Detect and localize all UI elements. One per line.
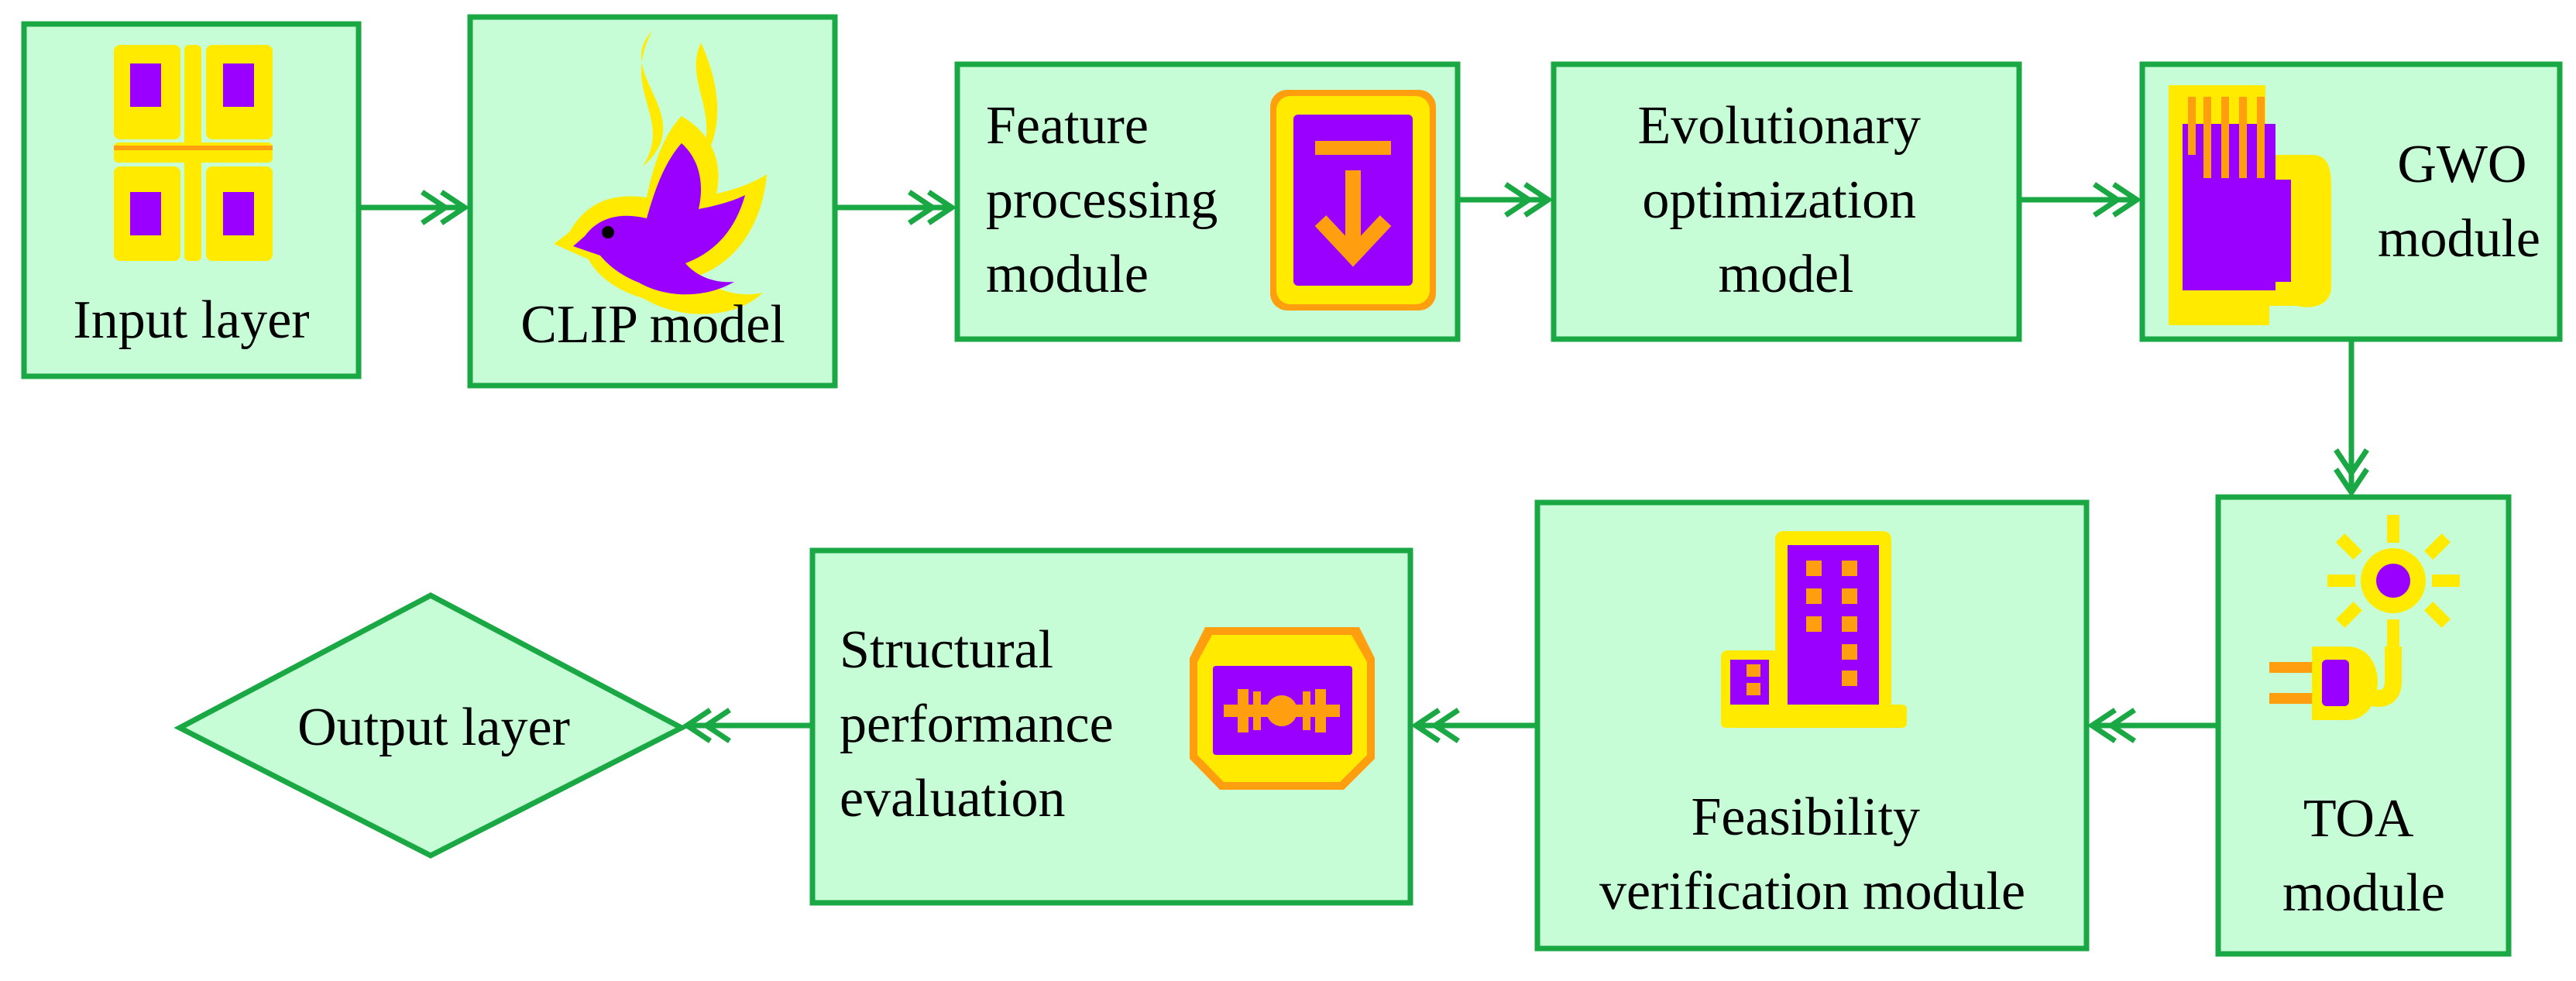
plug-sun-icon [2269,515,2460,720]
feasibility-verification-label-line: verification module [1599,862,2025,921]
building-icon [1721,531,1907,728]
feature-processing-label-line: Feature [986,96,1149,156]
toa-module-label: TOA module [2282,789,2445,923]
grid-squares-icon [114,45,273,261]
output-layer-label: Output layer [297,698,570,757]
structural-performance-label-line: Structural [840,620,1053,680]
gwo-module-label: GWO module [2378,135,2540,269]
arrow-toa-to-feasibility [2087,708,2218,743]
feature-processing-label-line: module [986,245,1149,304]
feasibility-verification-label: Feasibility verification module [1599,787,2025,921]
feature-processing-label: Feature processing module [986,96,1231,304]
gwo-module-label-line: module [2378,209,2540,269]
connectors [359,182,2369,743]
structural-performance-label-line: performance [840,695,1114,754]
evolutionary-optimization-label-line: model [1719,245,1854,304]
arrow-feature-to-evolution [1458,182,1554,218]
clip-model-label: CLIP model [520,295,785,355]
evolutionary-optimization-label: Evolutionary optimization model [1638,96,1935,304]
arrow-input-to-clip [359,190,470,225]
feasibility-verification-label-line: Feasibility [1691,787,1920,847]
toa-module-label-line: TOA [2303,789,2414,849]
hand-icon [2169,85,2331,325]
dove-flame-icon [554,31,767,314]
input-layer-label: Input layer [73,290,309,350]
clip-model-label-line: CLIP model [520,295,785,355]
arrow-feasibility-to-structural [1410,708,1537,743]
evolutionary-optimization-box [1551,61,2022,342]
arrow-evolution-to-gwo [2019,182,2142,218]
gwo-module-label-line: GWO [2397,135,2526,194]
arrow-clip-to-feature [835,190,957,225]
evolutionary-optimization-label-line: Evolutionary [1638,96,1921,156]
feature-processing-label-line: processing [986,170,1218,230]
evolutionary-optimization-label-line: optimization [1642,170,1916,230]
input-layer-label-line: Input layer [73,290,309,350]
output-layer-label-line: Output layer [297,698,570,757]
structural-performance-label: Structural performance evaluation [840,620,1127,828]
connector-icon [1190,627,1375,790]
structural-performance-label-line: evaluation [840,769,1066,828]
output-layer-diamond [173,592,688,859]
download-arrow-icon [1270,90,1436,310]
arrow-structural-to-output [682,708,812,743]
toa-module-label-line: module [2282,863,2445,923]
arrow-gwo-to-toa [2334,339,2369,498]
